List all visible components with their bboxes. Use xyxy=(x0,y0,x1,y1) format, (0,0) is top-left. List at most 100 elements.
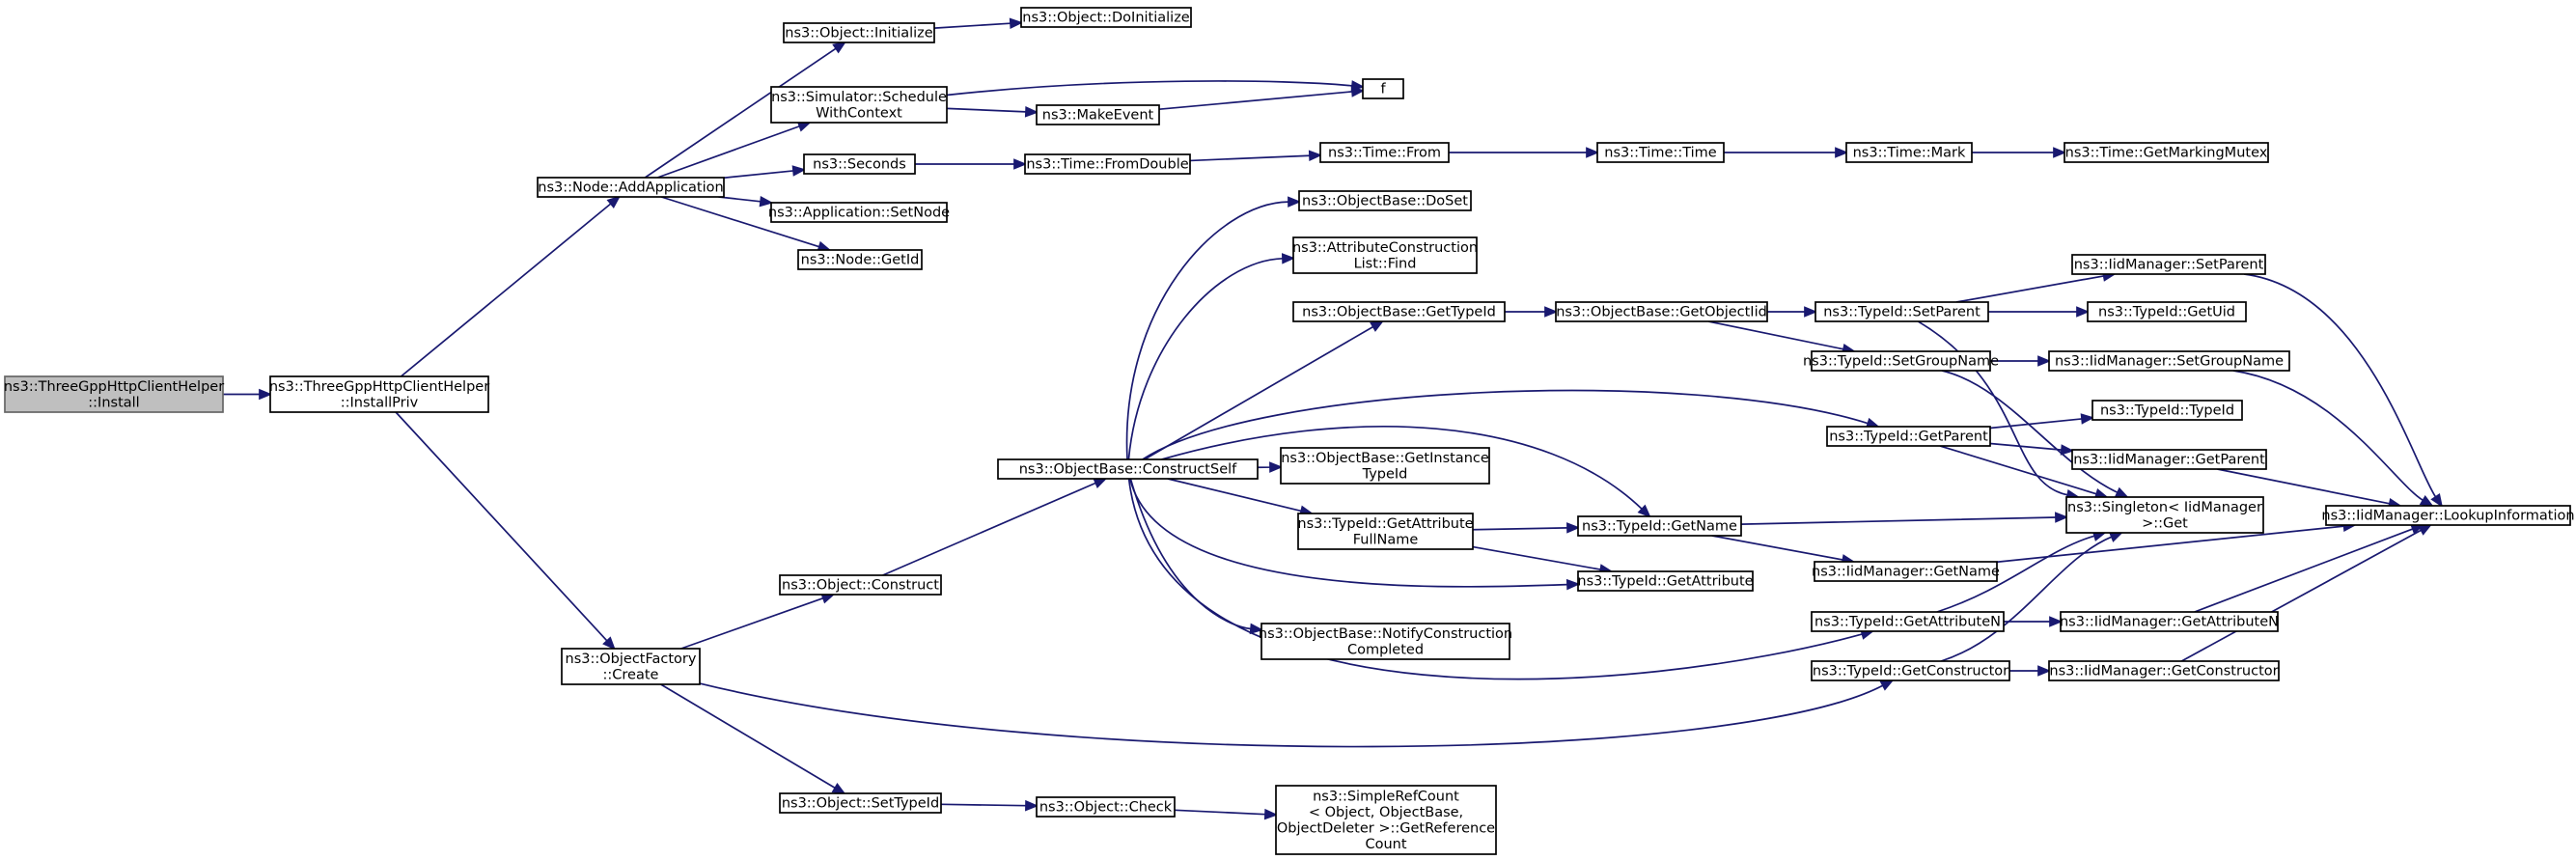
edge-line xyxy=(1189,154,1311,162)
node-seconds[interactable]: ns3::Seconds xyxy=(803,153,916,175)
edge-line xyxy=(2243,273,2437,498)
node-tidgetparent[interactable]: ns3::TypeId::GetParent xyxy=(1826,426,1991,447)
node-notifyconstruction[interactable]: ns3::ObjectBase::NotifyConstructionCompl… xyxy=(1259,623,1512,660)
edge-arrowhead xyxy=(1566,522,1581,534)
node-fromdouble[interactable]: ns3::Time::FromDouble xyxy=(1024,153,1191,175)
edge-arrowhead xyxy=(2418,523,2433,536)
edge-line xyxy=(660,683,836,790)
edge-iidgetconstructor-to-lookupinfo xyxy=(2180,523,2433,662)
node-tidgetattributen[interactable]: ns3::TypeId::GetAttributeN xyxy=(1811,611,2005,632)
node-label: ns3::TypeId::GetName xyxy=(1582,519,1737,535)
node-obgettypeid[interactable]: ns3::ObjectBase::GetTypeId xyxy=(1292,301,1506,322)
node-label: ns3::Object::Check xyxy=(1039,800,1173,816)
node-label: ns3::IidManager::SetParent xyxy=(2074,258,2264,273)
node-timefrom[interactable]: ns3::Time::From xyxy=(1319,142,1450,163)
node-iidgetattributen[interactable]: ns3::IidManager::GetAttributeN xyxy=(2060,611,2279,632)
node-label: ns3::IidManager::GetParent xyxy=(2073,453,2265,468)
edge-line xyxy=(2232,370,2424,502)
node-label: ns3::ThreeGppHttpClientHelper xyxy=(4,379,224,395)
edge-tidsetgroupname-to-iidsetgroupname xyxy=(1989,355,2052,367)
node-objconstruct[interactable]: ns3::Object::Construct xyxy=(779,574,942,596)
node-makeevent[interactable]: ns3::MakeEvent xyxy=(1036,104,1160,125)
node-appsetnode[interactable]: ns3::Application::SetNode xyxy=(768,202,950,223)
node-getrefcount[interactable]: ns3::SimpleRefCount< Object, ObjectBase,… xyxy=(1275,785,1497,855)
edge-tidgetparent-to-iidgetparent xyxy=(1989,442,2075,456)
node-doset[interactable]: ns3::ObjectBase::DoSet xyxy=(1298,190,1472,211)
node-iidsetgroupname[interactable]: ns3::IidManager::SetGroupName xyxy=(2048,350,2290,372)
node-tidgetattribute[interactable]: ns3::TypeId::GetAttribute xyxy=(1577,570,1754,592)
node-label: ns3::Simulator::Schedule xyxy=(771,90,947,105)
edge-arrowhead xyxy=(1263,808,1279,820)
node-installpriv[interactable]: ns3::ThreeGppHttpClientHelper::InstallPr… xyxy=(269,375,489,413)
node-objfactory[interactable]: ns3::ObjectFactory::Create xyxy=(561,648,701,685)
edge-line xyxy=(1917,320,2068,496)
edge-seconds-to-fromdouble xyxy=(915,158,1028,170)
node-box xyxy=(4,375,224,413)
edge-schedwctx-to-f xyxy=(946,80,1366,97)
edge-arrowhead xyxy=(1879,679,1895,691)
node-objcheck[interactable]: ns3::Object::Check xyxy=(1036,796,1176,818)
edge-arrowhead xyxy=(832,41,847,54)
edge-makeevent-to-f xyxy=(1158,86,1366,111)
edge-installpriv-to-addapp xyxy=(400,195,622,377)
node-lookupinfo[interactable]: ns3::IidManager::LookupInformation xyxy=(2321,505,2575,526)
node-install[interactable]: ns3::ThreeGppHttpClientHelper::Install xyxy=(4,375,224,413)
edge-line xyxy=(1129,478,1568,588)
node-getmarkingmutex[interactable]: ns3::Time::GetMarkingMutex xyxy=(2064,142,2269,163)
node-nodegetid[interactable]: ns3::Node::GetId xyxy=(797,249,923,270)
node-label: ns3::Node::AddApplication xyxy=(538,180,723,196)
edge-line xyxy=(1472,545,1601,570)
node-tidsetgroupname[interactable]: ns3::TypeId::SetGroupName xyxy=(1803,350,1999,372)
edge-addapp-to-appsetnode xyxy=(718,195,774,208)
node-f[interactable]: f xyxy=(1362,78,1404,99)
edge-line xyxy=(1144,325,1374,460)
edge-settypeid-to-objcheck xyxy=(940,799,1039,812)
node-constructself[interactable]: ns3::ObjectBase::ConstructSelf xyxy=(997,458,1259,480)
edge-line xyxy=(1711,535,1843,561)
node-label: ns3::Object::Initialize xyxy=(785,26,932,42)
node-label: ns3::Time::FromDouble xyxy=(1026,157,1188,173)
edge-arrowhead xyxy=(602,636,616,651)
node-timetime[interactable]: ns3::Time::Time xyxy=(1596,142,1725,163)
node-addapp[interactable]: ns3::Node::AddApplication xyxy=(537,177,725,198)
node-box xyxy=(2071,254,2266,275)
node-iidgetconstructor[interactable]: ns3::IidManager::GetConstructor xyxy=(2048,660,2280,681)
node-objinit[interactable]: ns3::Object::Initialize xyxy=(783,22,935,43)
node-tidtypeid[interactable]: ns3::TypeId::TypeId xyxy=(2091,400,2243,421)
node-iidsetparent[interactable]: ns3::IidManager::SetParent xyxy=(2071,254,2266,275)
node-getobjectiid[interactable]: ns3::ObjectBase::GetObjectIid xyxy=(1555,301,1768,322)
node-tidgetuid[interactable]: ns3::TypeId::GetUid xyxy=(2087,301,2247,322)
edge-arrowhead xyxy=(791,165,807,177)
node-label: FullName xyxy=(1353,532,1419,547)
node-label: ns3::TypeId::TypeId xyxy=(2100,403,2234,419)
node-tidgetname[interactable]: ns3::TypeId::GetName xyxy=(1577,515,1742,537)
edge-line xyxy=(1174,809,1266,816)
node-singletonget[interactable]: ns3::Singleton< IidManager >::Get xyxy=(2065,496,2264,534)
node-doinit[interactable]: ns3::Object::DoInitialize xyxy=(1020,7,1192,28)
node-box xyxy=(1036,796,1176,818)
node-timemark[interactable]: ns3::Time::Mark xyxy=(1845,142,1973,163)
node-box xyxy=(1577,570,1754,592)
node-tidgetconstructor[interactable]: ns3::TypeId::GetConstructor xyxy=(1811,660,2010,681)
node-label: ns3::ObjectFactory xyxy=(566,652,697,667)
edge-tidgetparent-to-singletonget xyxy=(1939,445,2109,500)
edge-constructself-to-tidgetparent xyxy=(1142,389,1881,460)
node-settypeid[interactable]: ns3::Object::SetTypeId xyxy=(779,792,942,814)
edge-getattrfullname-to-tidgetattribute xyxy=(1472,545,1614,575)
node-tidsetparent[interactable]: ns3::TypeId::SetParent xyxy=(1814,301,1989,322)
node-box xyxy=(2091,400,2243,421)
node-box xyxy=(2060,611,2279,632)
node-label: List::Find xyxy=(1354,256,1417,271)
node-iidgetparent[interactable]: ns3::IidManager::GetParent xyxy=(2071,449,2267,470)
edge-tidgetconstructor-to-iidgetconstructor xyxy=(2009,665,2052,677)
node-box xyxy=(2087,301,2247,322)
node-iidgetname[interactable]: ns3::IidManager::GetName xyxy=(1812,561,2000,582)
edge-line xyxy=(1989,442,2063,451)
node-label: ns3::TypeId::GetAttribute xyxy=(1297,516,1473,532)
edge-addapp-to-schedwctx xyxy=(656,121,812,179)
node-label: ns3::Time::From xyxy=(1328,146,1441,161)
